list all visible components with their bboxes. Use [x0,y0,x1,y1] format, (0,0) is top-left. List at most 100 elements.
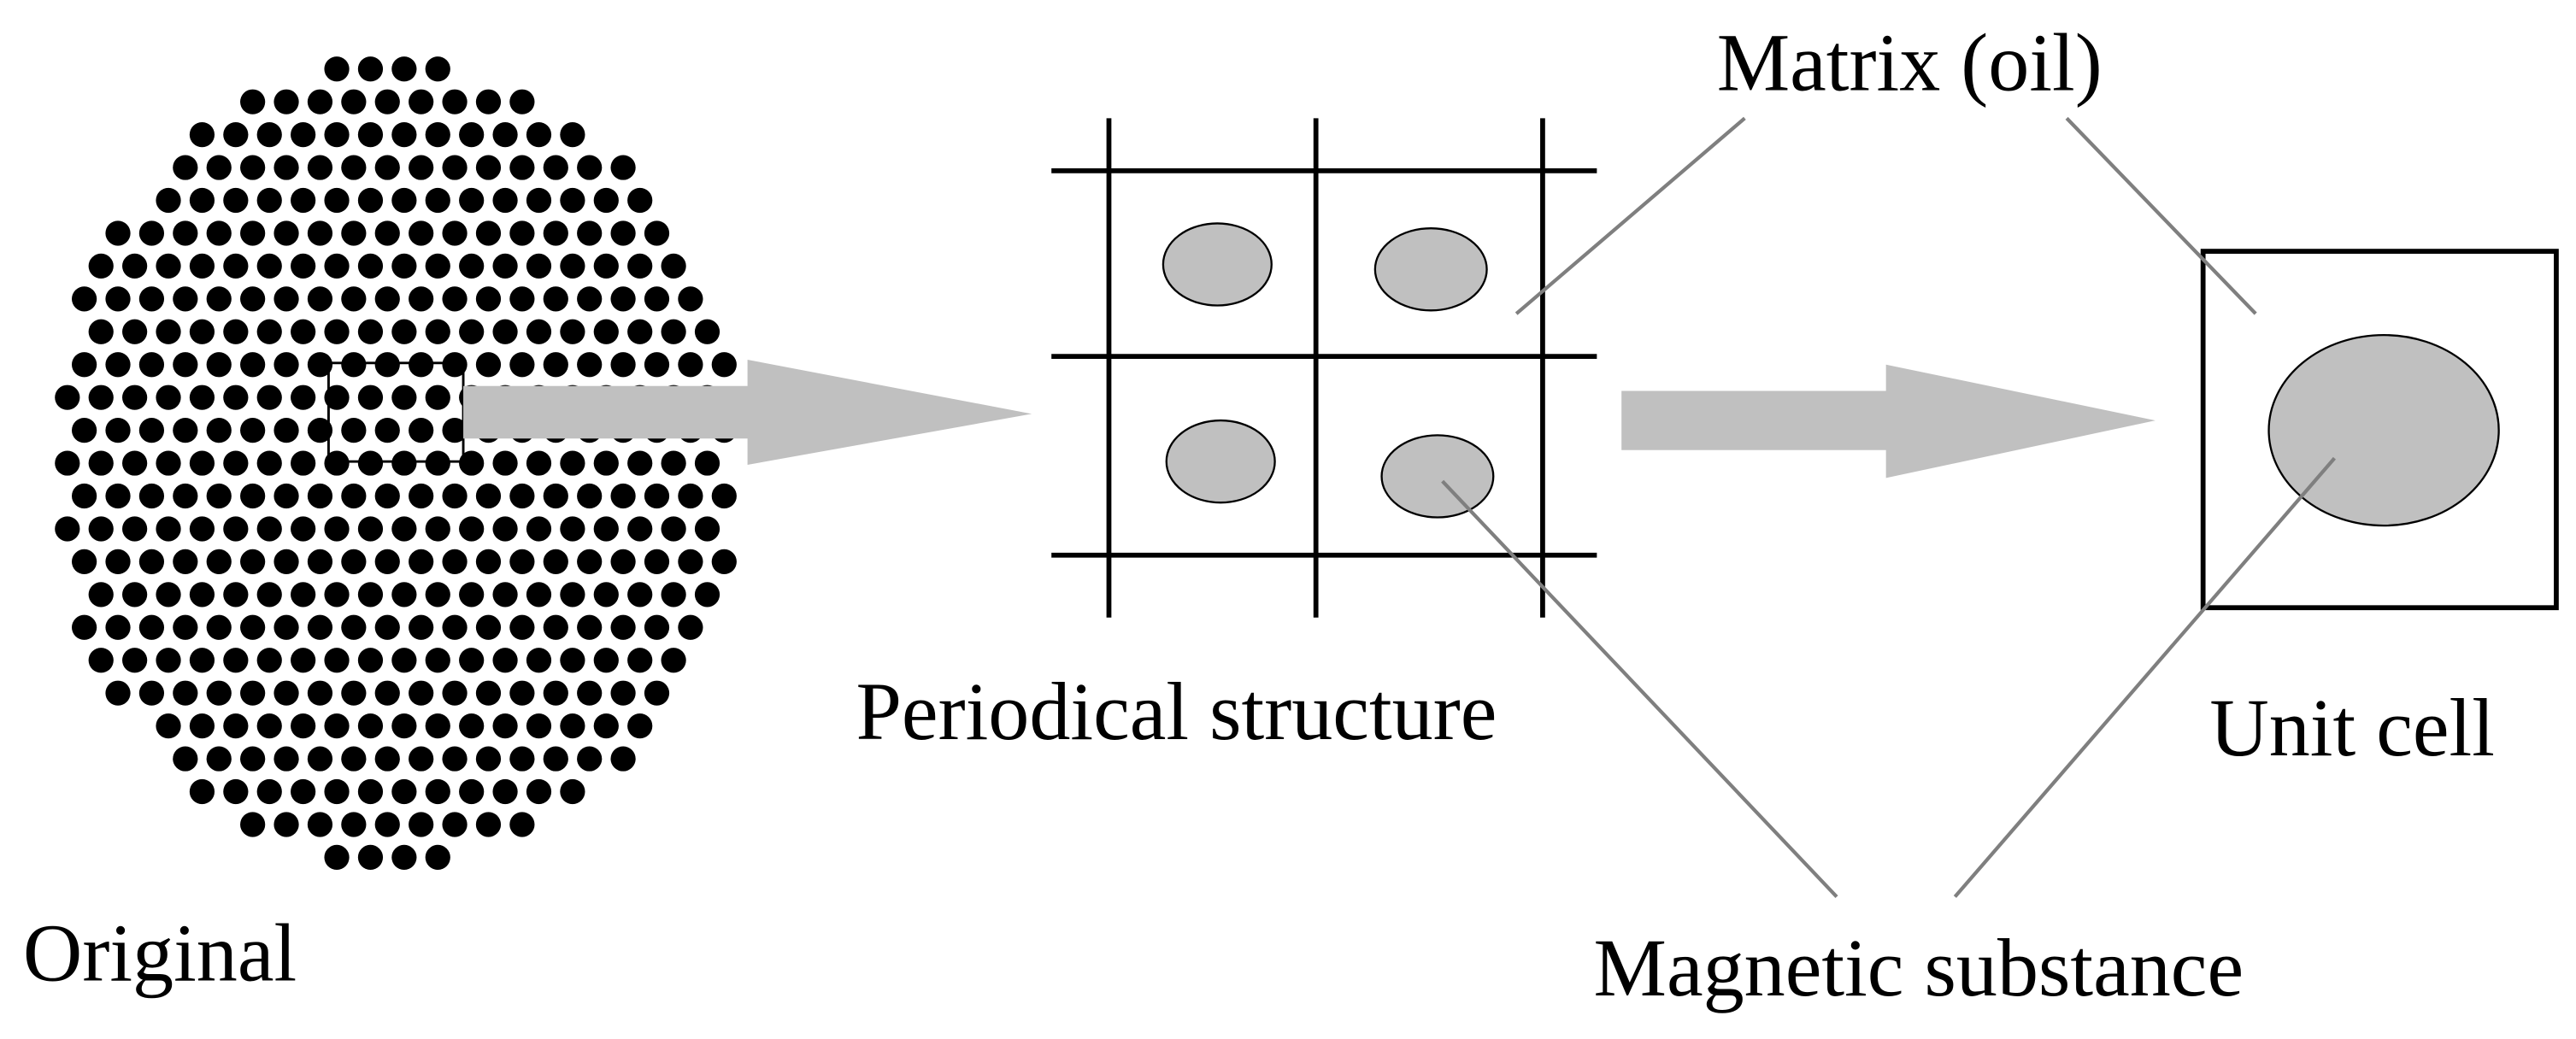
original-dot [644,286,670,312]
original-dot [425,516,450,542]
original-dot [425,844,450,871]
original-dot [593,582,619,608]
original-dot [341,812,367,837]
original-dot [324,648,350,673]
original-dot [122,450,148,476]
original-dot [341,483,367,509]
original-dot [425,648,450,673]
original-dot [206,418,232,443]
original-dot [526,319,552,344]
original-dot [711,549,737,575]
original-dot [577,483,603,509]
original-dot [88,450,114,476]
original-dot [105,549,131,575]
original-dot [291,253,316,279]
original-dot [156,648,181,673]
original-dot [425,582,450,608]
original-dot [357,516,384,542]
original-dot [341,220,367,246]
original-dot [560,648,585,673]
original-dot [189,187,215,214]
original-dot [357,187,384,214]
leader-magnetic-to-unit-cell [1953,456,2337,898]
original-dot [206,549,232,575]
original-dot [694,450,720,476]
original-dot [324,516,350,542]
original-dot [678,286,703,312]
original-dot [560,778,585,805]
original-dot [357,384,384,410]
original-dot [173,155,198,180]
original-dot [492,450,518,476]
original-dot [223,582,249,608]
original-dot [577,614,603,640]
leader-matrix-to-unit-cell [2065,116,2257,315]
original-dot [156,187,181,214]
original-dot [577,286,603,312]
original-dot [543,286,568,312]
original-dot [341,549,367,575]
original-dot [644,680,670,706]
original-dot [526,450,552,476]
original-dot [273,286,299,312]
original-dot [391,122,417,148]
original-dot [509,812,535,837]
original-dot [173,680,198,706]
original-dot [425,122,450,148]
original-dot [526,122,552,148]
original-dot [694,582,720,608]
original-dot [138,614,165,640]
original-dot [357,56,384,82]
original-dot [223,319,249,344]
original-dot [644,483,670,509]
original-dot [291,778,316,805]
original-dot [223,648,249,673]
original-dot [173,286,198,312]
original-dot [138,352,165,378]
original-dot [341,89,367,114]
original-dot [324,450,350,476]
original-dot [644,352,670,378]
label-matrix-oil: Matrix (oil) [1717,17,2103,109]
original-dot [442,812,468,837]
original-dot [711,483,737,509]
original-dot [71,549,97,575]
original-dot [442,352,468,378]
original-dot [475,614,502,640]
particle-bottom-right [1380,434,1495,519]
original-dot [357,844,384,871]
original-dot [189,516,215,542]
periodic-grid [1051,118,1597,618]
original-dot [189,450,215,476]
original-dot [610,483,636,509]
original-dot [475,680,502,706]
original-dot [156,384,181,410]
original-dot [71,286,97,312]
original-dot [88,253,114,279]
original-dot [240,614,266,640]
original-dot [341,155,367,180]
original-dot [627,582,653,608]
original-dot [610,286,636,312]
original-dot [560,122,585,148]
original-dot [357,253,384,279]
original-dot [509,286,535,312]
original-dot [509,680,535,706]
original-dot [627,187,653,214]
original-dot [409,614,434,640]
original-dot [644,220,670,246]
original-dot [409,155,434,180]
original-dot [223,122,249,148]
original-dot [492,187,518,214]
original-dot [357,648,384,673]
original-dot [307,352,333,378]
original-dot [105,680,131,706]
original-dot [560,713,585,739]
original-dot [560,319,585,344]
original-dot [374,549,400,575]
original-dot [374,680,400,706]
label-periodical-structure: Periodical structure [856,666,1497,757]
original-dot [678,549,703,575]
original-dot [475,89,502,114]
